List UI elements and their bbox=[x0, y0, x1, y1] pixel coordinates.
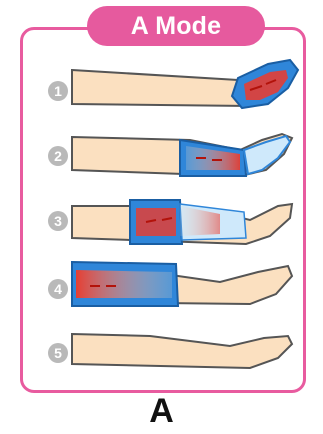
leg-step-1 bbox=[72, 60, 298, 108]
leg-step-2 bbox=[72, 134, 292, 176]
leg-step-3 bbox=[72, 200, 292, 244]
leg-step-4 bbox=[72, 262, 292, 306]
mode-caption: A bbox=[0, 392, 323, 431]
leg-step-5 bbox=[72, 334, 292, 368]
